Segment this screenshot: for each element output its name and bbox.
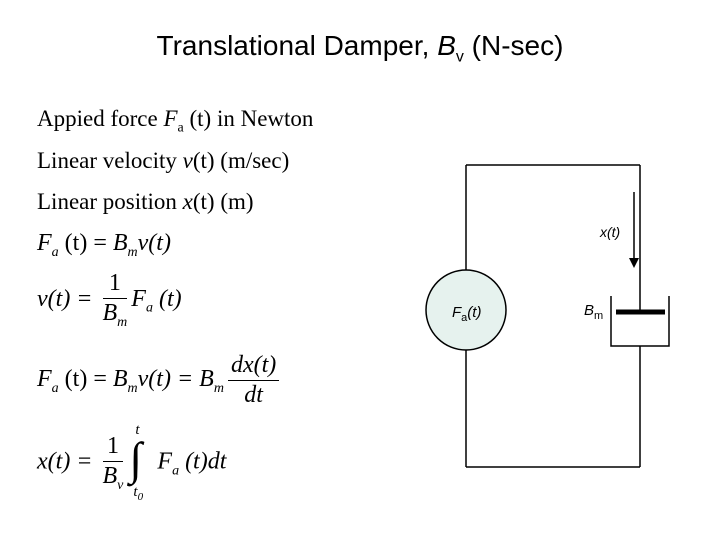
eq-term: x(t) = bbox=[37, 448, 99, 475]
fraction: dx(t)dt bbox=[227, 352, 280, 409]
position-label: x(t) bbox=[600, 224, 620, 240]
fraction-denominator: Bv bbox=[103, 462, 124, 494]
integral-lower-limit: t0 bbox=[133, 484, 143, 503]
integral-upper-limit: t bbox=[135, 422, 140, 438]
eq-sub: a bbox=[51, 380, 59, 396]
label-tail: (t) bbox=[467, 304, 482, 321]
eq-term: (t) bbox=[152, 285, 182, 312]
fraction-numerator: dx(t) bbox=[227, 352, 280, 381]
eq-sub: m bbox=[213, 380, 224, 396]
fraction-denominator: Bm bbox=[103, 299, 128, 331]
label-var: F bbox=[452, 304, 462, 321]
eq-term: t bbox=[133, 484, 138, 500]
eq-term: v(t) bbox=[137, 230, 171, 256]
label-sub: m bbox=[594, 310, 604, 322]
eq-sub: m bbox=[127, 380, 138, 396]
eq-sub: m bbox=[127, 244, 138, 260]
force-source-label: Fa(t) bbox=[452, 304, 481, 324]
title-prefix: Translational Damper, bbox=[156, 30, 438, 61]
definition-var: v bbox=[182, 148, 193, 173]
label-sub: a bbox=[461, 312, 468, 324]
eq-term: F bbox=[131, 285, 146, 312]
definition-text: Appied force bbox=[37, 106, 164, 131]
definition-var: F bbox=[163, 106, 178, 131]
equation-force-velocity: Fa (t) = Bmv(t) bbox=[37, 230, 171, 261]
eq-sub: a bbox=[172, 463, 180, 479]
damper-cylinder bbox=[610, 296, 670, 347]
definition-text: Linear position bbox=[37, 189, 183, 214]
eq-term: (t) = bbox=[58, 366, 113, 393]
slide-title: Translational Damper, Bv (N-sec) bbox=[0, 30, 720, 67]
eq-sub: v bbox=[117, 477, 124, 493]
eq-term: B bbox=[112, 230, 128, 256]
eq-term: F bbox=[157, 448, 173, 475]
eq-sub: m bbox=[117, 314, 128, 330]
eq-sub: 0 bbox=[137, 491, 144, 503]
title-sub: v bbox=[455, 48, 464, 66]
eq-term: F bbox=[37, 230, 52, 256]
eq-term: F bbox=[37, 366, 52, 393]
eq-term: (t) = bbox=[58, 230, 113, 256]
fraction-numerator: 1 bbox=[102, 270, 128, 299]
label-text: x(t) bbox=[600, 224, 621, 240]
title-var: B bbox=[437, 30, 456, 61]
definition-sub: a bbox=[177, 120, 184, 136]
label-var: B bbox=[584, 302, 595, 319]
definition-position: Linear position x(t) (m) bbox=[37, 189, 254, 215]
definition-rest: (t) (m/sec) bbox=[192, 148, 290, 173]
definition-velocity: Linear velocity v(t) (m/sec) bbox=[37, 148, 289, 174]
definition-text: Linear velocity bbox=[37, 148, 183, 173]
eq-term: B bbox=[199, 366, 214, 393]
definition-var: x bbox=[182, 189, 193, 214]
eq-sub: a bbox=[51, 244, 59, 260]
damper-label: Bm bbox=[584, 302, 603, 322]
eq-term: B bbox=[112, 366, 128, 393]
definition-rest: (t) in Newton bbox=[183, 106, 314, 131]
title-suffix: (N-sec) bbox=[463, 30, 564, 61]
definition-force: Appied force Fa (t) in Newton bbox=[37, 106, 313, 137]
eq-term: v(t) = bbox=[137, 366, 200, 393]
eq-term: B bbox=[102, 300, 118, 326]
definition-rest: (t) (m) bbox=[192, 189, 254, 214]
eq-sub: a bbox=[145, 300, 153, 316]
eq-term: v(t) = bbox=[37, 285, 99, 312]
fraction-numerator: 1 bbox=[102, 433, 124, 462]
eq-term: (t)dt bbox=[179, 448, 227, 475]
position-arrow-head bbox=[629, 258, 639, 268]
force-source-circle bbox=[425, 269, 507, 351]
fraction-denominator: dt bbox=[244, 382, 263, 408]
eq-term: B bbox=[102, 462, 118, 489]
